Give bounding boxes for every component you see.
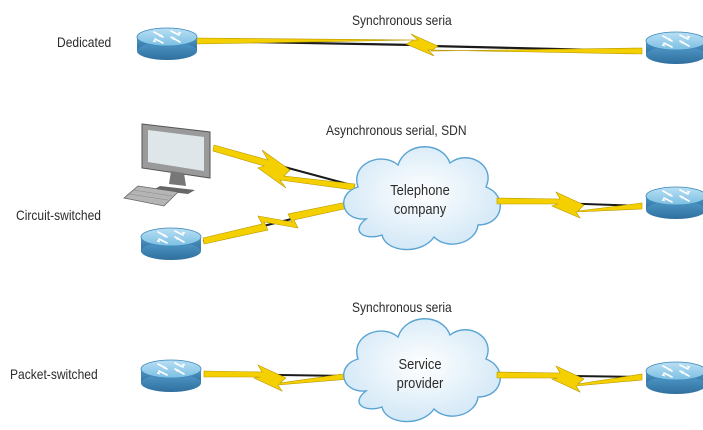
packet-link-label: Synchronous seria (352, 299, 452, 315)
cloud-line-1: Service (398, 356, 442, 373)
router-icon[interactable] (645, 186, 703, 220)
cloud-line-2: company (393, 201, 447, 218)
packet-switched-label: Packet-switched (10, 366, 98, 382)
lightning-bolt-icon (212, 144, 356, 191)
dedicated-link-label: Synchronous seria (352, 12, 452, 28)
dedicated-label: Dedicated (57, 34, 112, 50)
router-icon[interactable] (645, 31, 703, 65)
circuit-link-label: Asynchronous serial, SDN (326, 122, 467, 138)
router-icon[interactable] (645, 361, 703, 395)
router-icon[interactable] (136, 27, 198, 61)
lightning-bolt-icon (496, 365, 643, 393)
lightning-bolt-icon (203, 364, 351, 392)
cloud-line-1: Telephone (390, 182, 450, 199)
service-provider-label: Service provider (377, 355, 463, 393)
lightning-bolt-icon (202, 200, 354, 245)
lightning-bolt-icon (195, 33, 643, 57)
lightning-bolt-icon (496, 191, 643, 219)
circuit-switched-label: Circuit-switched (16, 207, 101, 223)
router-icon[interactable] (140, 359, 202, 393)
computer-icon[interactable] (123, 123, 211, 207)
telephone-company-label: Telephone company (377, 181, 463, 219)
cloud-line-2: provider (396, 375, 444, 392)
router-icon[interactable] (140, 227, 202, 261)
